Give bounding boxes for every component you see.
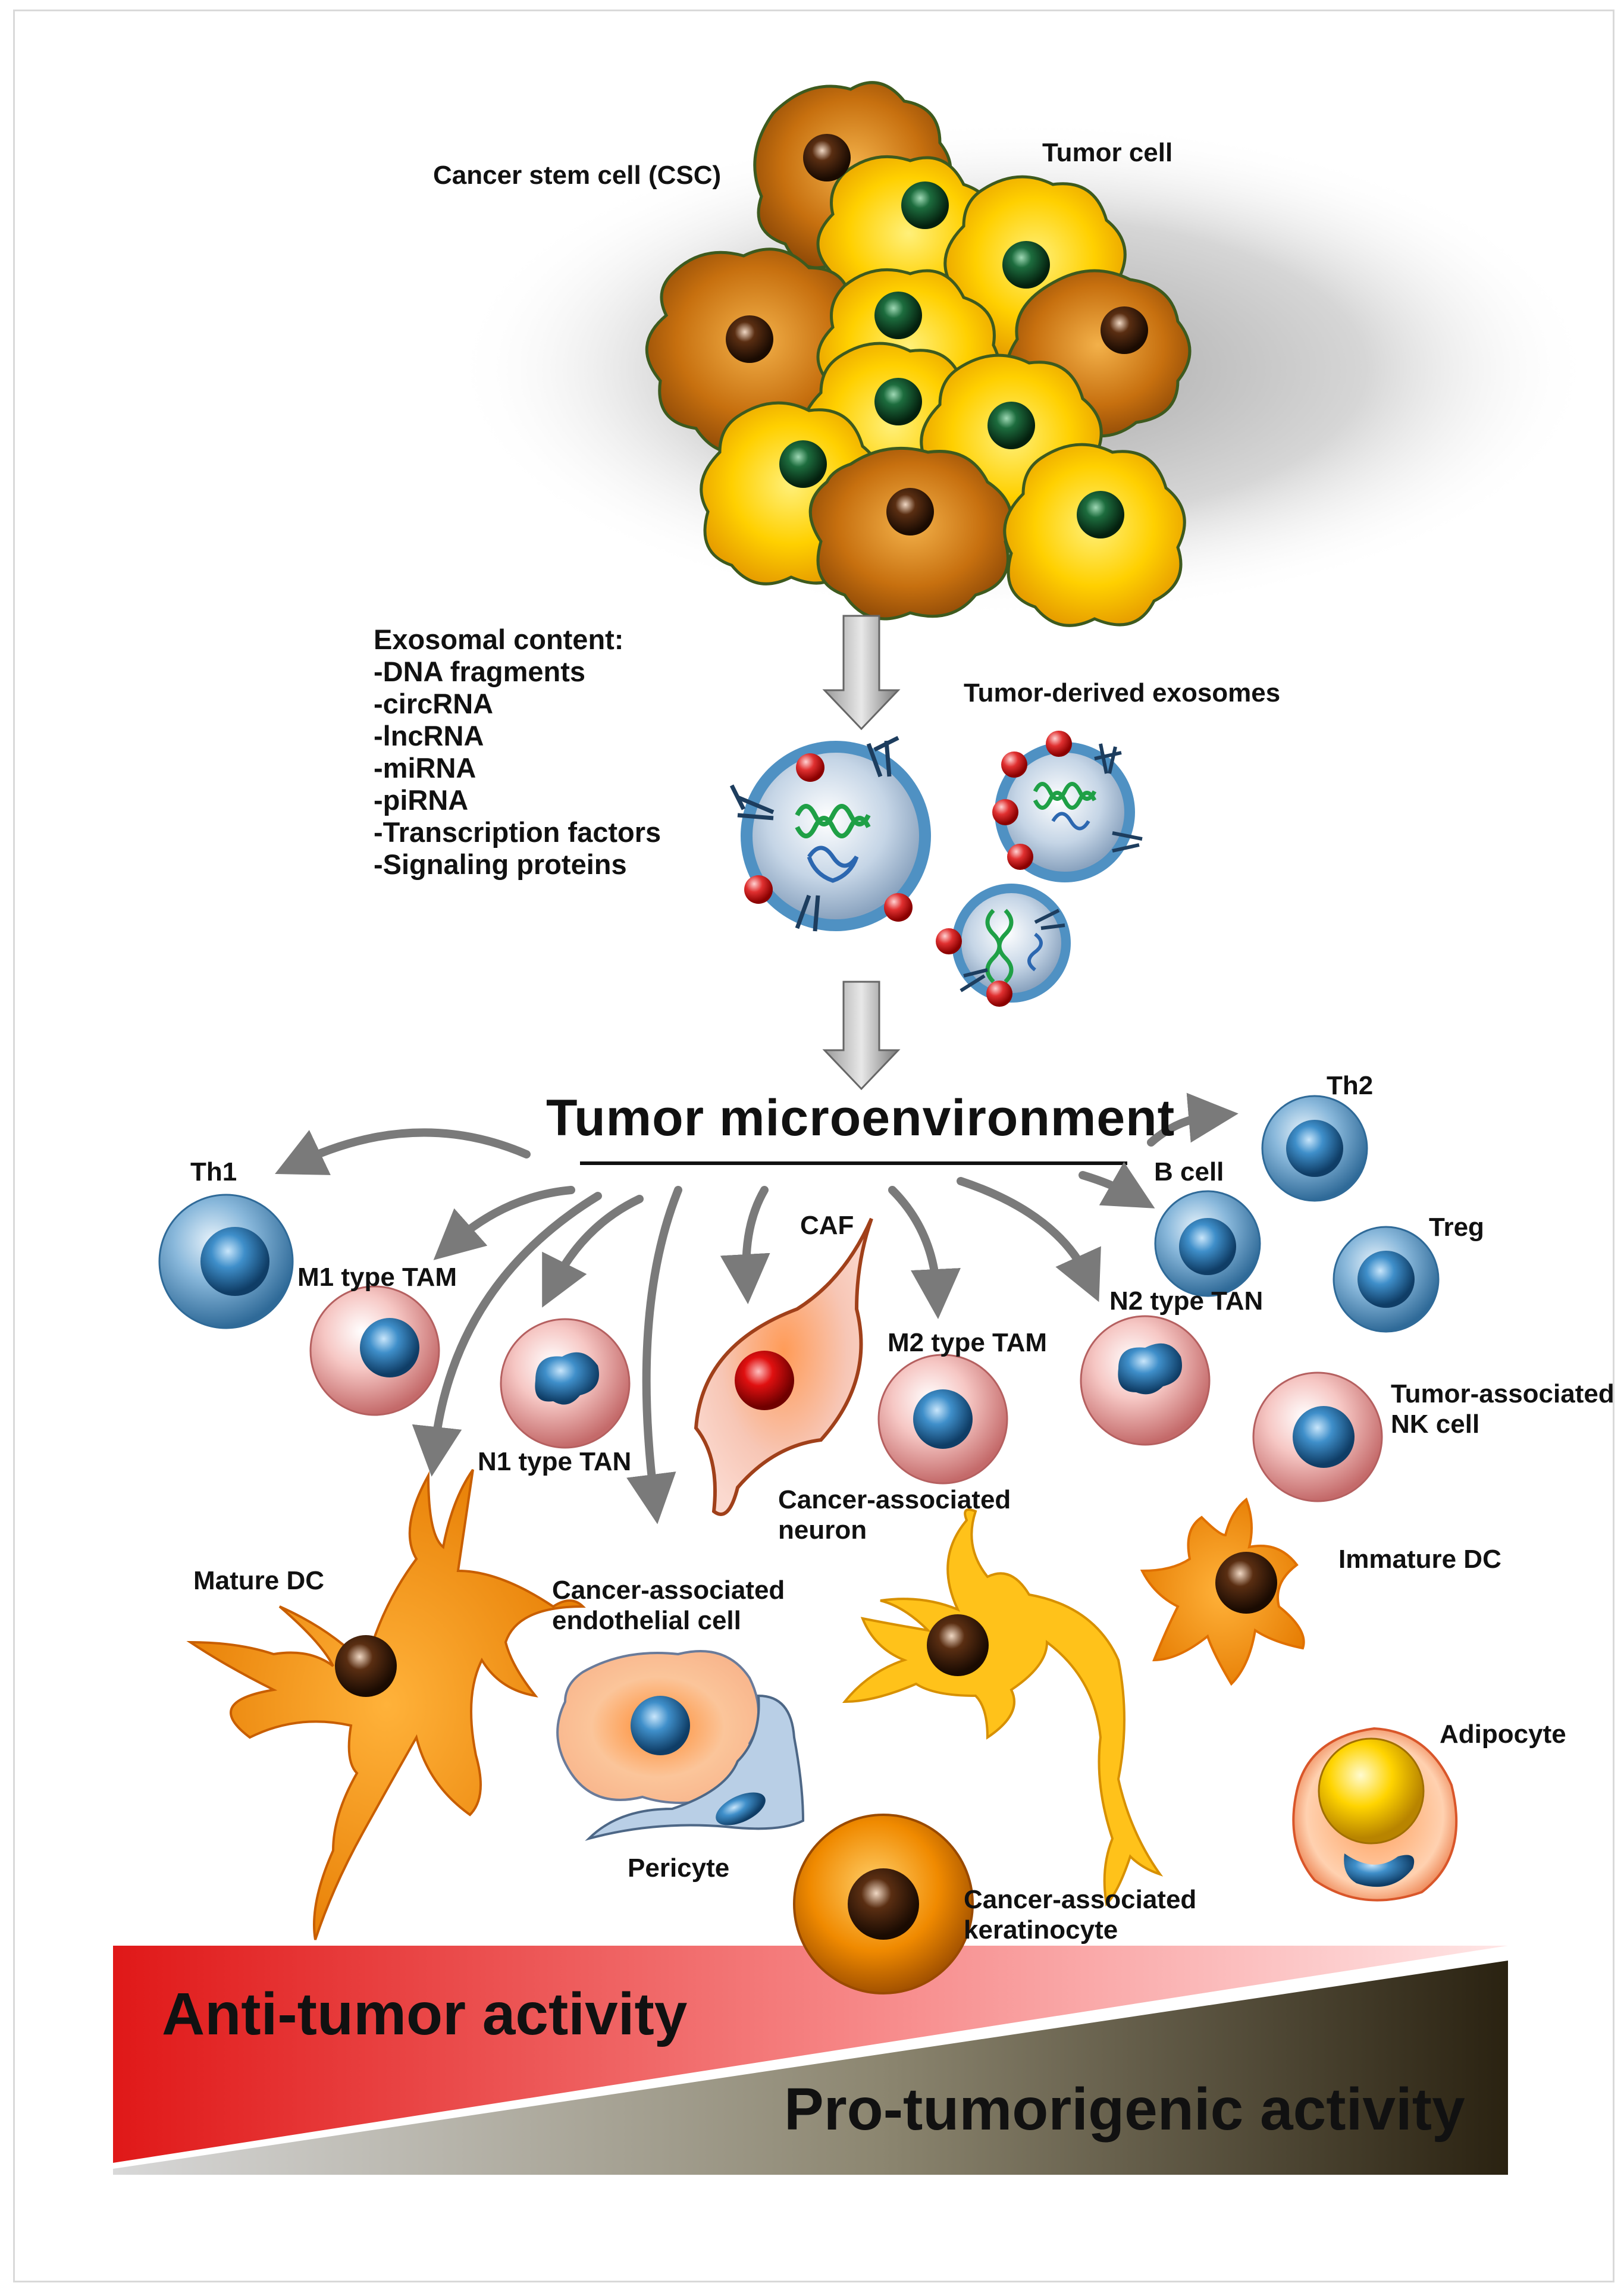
- label-cancer-neuron-line2: neuron: [778, 1515, 867, 1545]
- bar-divider: [112, 1952, 1509, 2168]
- figure-frame: [13, 10, 1614, 2282]
- exosomal-content: Exosomal content: -DNA fragments -circRN…: [374, 624, 754, 881]
- tumor-nucleus: [1077, 491, 1124, 538]
- tumor-nucleus: [987, 402, 1035, 449]
- exosome-large: [729, 735, 931, 932]
- label-treg: Treg: [1429, 1213, 1484, 1242]
- csc-nucleus: [726, 315, 773, 363]
- arrow-to-m2-tam: [888, 1186, 961, 1319]
- m2-tam-cell: [877, 1354, 1008, 1485]
- th2-cell: [1261, 1095, 1368, 1202]
- tumor-nuclei: [726, 134, 1148, 538]
- arrow-to-th2: [1147, 1092, 1239, 1147]
- label-endothelial-line1: Cancer-associated: [552, 1576, 785, 1605]
- exosome-small: [936, 884, 1071, 1007]
- label-m1-tam: M1 type TAM: [297, 1263, 457, 1292]
- keratinocyte-cell: [793, 1814, 974, 1994]
- label-nk-cell: Tumor-associated NK cell: [1391, 1379, 1614, 1439]
- label-endothelial: Cancer-associated endothelial cell: [552, 1576, 785, 1636]
- nk-cell: [1252, 1371, 1383, 1502]
- down-arrow: [822, 615, 901, 731]
- anti-tumor-bar: [113, 1946, 1508, 2163]
- tumor-nucleus: [779, 440, 827, 488]
- label-n2-tan: N2 type TAN: [1109, 1286, 1264, 1316]
- immature-dc-cell: [1140, 1497, 1305, 1686]
- adipocyte-cell: [1292, 1727, 1458, 1902]
- tme-arrows: [275, 1092, 1239, 1524]
- arrow-to-b-cell: [1079, 1161, 1155, 1208]
- exosomal-item: -lncRNA: [374, 720, 484, 751]
- n1-tan-cell: [500, 1318, 631, 1449]
- label-n1-tan: N1 type TAN: [478, 1447, 632, 1476]
- exosomal-item: -DNA fragments: [374, 656, 586, 687]
- label-anti-tumor-activity: Anti-tumor activity: [162, 1981, 688, 2047]
- caf-cell: [694, 1217, 873, 1516]
- label-pro-tumorigenic-activity: Pro-tumorigenic activity: [784, 2076, 1465, 2143]
- label-endothelial-line2: endothelial cell: [552, 1605, 741, 1635]
- csc-nucleus: [1101, 306, 1148, 354]
- label-keratinocyte-line2: keratinocyte: [964, 1915, 1118, 1944]
- label-cancer-neuron-line1: Cancer-associated: [778, 1485, 1011, 1514]
- treg-cell: [1333, 1226, 1440, 1333]
- pro-tumor-bar: [113, 1961, 1508, 2175]
- label-keratinocyte-line1: Cancer-associated: [964, 1885, 1197, 1914]
- tumor-nucleus: [1002, 241, 1050, 289]
- down-arrow: [822, 981, 901, 1091]
- exosomal-item: -Transcription factors: [374, 816, 661, 848]
- tumor-nucleus: [874, 378, 922, 425]
- label-nk-cell-line1: Tumor-associated: [1391, 1379, 1614, 1408]
- label-mature-dc: Mature DC: [193, 1566, 325, 1595]
- label-caf: CAF: [800, 1211, 854, 1240]
- arrow-to-n2-tan: [957, 1177, 1101, 1302]
- label-adipocyte: Adipocyte: [1440, 1720, 1566, 1749]
- endothelial-cell: [556, 1650, 760, 1804]
- label-th1: Th1: [190, 1157, 237, 1186]
- tumor-nucleus: [901, 181, 949, 229]
- label-tumor-derived-exosomes: Tumor-derived exosomes: [964, 678, 1281, 707]
- csc-nucleus: [886, 488, 934, 536]
- exosomal-item: -Signaling proteins: [374, 848, 627, 880]
- exosomal-item: -circRNA: [374, 688, 494, 719]
- label-pericyte: Pericyte: [628, 1853, 730, 1883]
- arrow-to-m1-tam: [433, 1186, 575, 1260]
- m1-tam-cell: [309, 1285, 440, 1416]
- label-keratinocyte: Cancer-associated keratinocyte: [964, 1885, 1196, 1945]
- b-cell: [1154, 1190, 1261, 1297]
- exosomal-item: -miRNA: [374, 752, 476, 784]
- label-cancer-neuron: Cancer-associated neuron: [778, 1485, 1011, 1545]
- label-m2-tam: M2 type TAM: [888, 1328, 1048, 1357]
- arrow-to-endothelial: [626, 1186, 682, 1524]
- pericyte-cell: [585, 1694, 805, 1841]
- label-nk-cell-line2: NK cell: [1391, 1409, 1480, 1439]
- arrow-to-caf: [720, 1186, 770, 1304]
- exosome-medium: [992, 731, 1143, 882]
- th1-cell: [158, 1194, 294, 1329]
- label-tumor-cell: Tumor cell: [1042, 138, 1173, 167]
- label-immature-dc: Immature DC: [1338, 1545, 1501, 1574]
- exosomal-item: -piRNA: [374, 784, 469, 816]
- label-b-cell: B cell: [1154, 1157, 1224, 1186]
- arrow-to-mature-dc: [412, 1192, 602, 1477]
- arrow-to-n1-tan: [542, 1195, 644, 1308]
- neuron-cell: [842, 1508, 1164, 1907]
- tumor-nucleus: [874, 292, 922, 339]
- arrow-to-th1: [275, 1128, 531, 1175]
- label-tumor-microenvironment: Tumor microenvironment: [546, 1089, 1175, 1147]
- n2-tan-cell: [1080, 1315, 1211, 1446]
- csc-nucleus: [803, 134, 851, 181]
- label-cancer-stem-cell: Cancer stem cell (CSC): [433, 161, 722, 190]
- exosomal-content-title: Exosomal content:: [374, 624, 624, 655]
- label-th2: Th2: [1327, 1071, 1374, 1100]
- mature-dc-cell: [186, 1468, 586, 1940]
